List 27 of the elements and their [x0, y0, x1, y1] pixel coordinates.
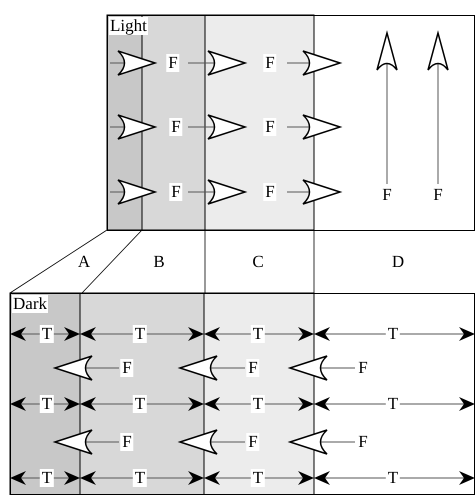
arrow-label: F — [246, 433, 260, 451]
zone-label: B — [152, 253, 166, 271]
panel — [107, 15, 475, 231]
arrow-label: F — [169, 118, 183, 136]
arrow-label: T — [250, 395, 266, 413]
arrow-label: F — [169, 183, 183, 201]
arrow-label: T — [132, 325, 148, 343]
arrow-label: F — [263, 183, 277, 201]
zone-label: A — [76, 253, 92, 271]
arrow-label: T — [40, 469, 54, 487]
panel-heading: Light — [109, 17, 148, 35]
arrow-label: F — [246, 359, 260, 377]
arrow-label: T — [250, 469, 266, 487]
arrow-label: F — [263, 118, 277, 136]
arrow-label: F — [120, 359, 134, 377]
panel — [10, 293, 475, 495]
panel-heading: Dark — [12, 295, 48, 313]
arrow-label: F — [166, 54, 180, 72]
zone-label: C — [251, 253, 265, 271]
arrow-label: T — [250, 325, 266, 343]
arrow-label: T — [40, 325, 54, 343]
arrow-label: T — [40, 395, 54, 413]
arrow-label: T — [132, 395, 148, 413]
arrow-label: T — [132, 469, 148, 487]
arrow-label: F — [120, 433, 134, 451]
zone-label: D — [390, 253, 406, 271]
arrow-label: F — [263, 54, 277, 72]
